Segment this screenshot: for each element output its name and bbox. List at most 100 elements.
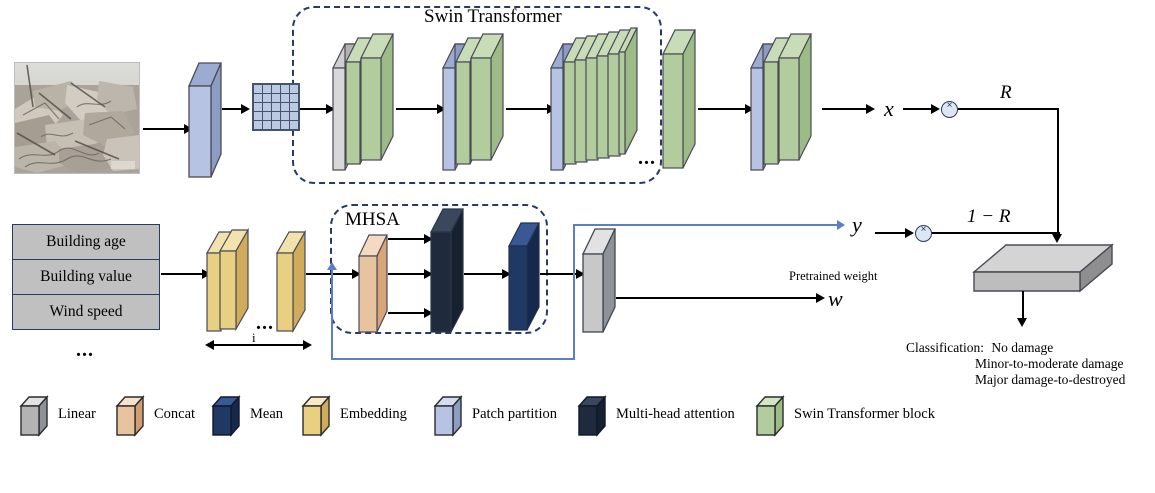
embedding-ellipsis: ... <box>256 312 274 334</box>
swin-transformer-title: Swin Transformer <box>424 6 562 27</box>
swin-stage-4 <box>662 28 696 170</box>
input-image <box>14 62 140 174</box>
legend-label-multi-head-attention: Multi-head attention <box>616 406 735 422</box>
multiply-op-bottom: × <box>915 224 932 242</box>
label-1-minus-R: 1 − R <box>967 206 1011 227</box>
fusion-output-slab <box>972 242 1114 296</box>
arrow-x-to-mul-top <box>903 108 933 111</box>
arrow-embedding-to-concat <box>306 273 354 276</box>
legend-label-patch-partition: Patch partition <box>472 406 557 422</box>
arrow-attention-to-mean <box>464 273 504 276</box>
classification-line-1: Classification: No damage <box>906 340 1053 356</box>
legend-swatch-concat <box>115 395 145 437</box>
legend: Linear Concat Mean <box>0 392 1155 442</box>
arrow-stage2-to-stage3 <box>506 108 548 111</box>
arrow-concat-to-attention-1 <box>388 238 426 241</box>
blue-path-y-arrowhead <box>837 220 845 230</box>
label-R: R <box>1000 82 1012 103</box>
concat-slab <box>358 234 388 334</box>
arrow-photo-to-patch <box>143 128 185 131</box>
index-measure-arrow-right <box>303 340 312 350</box>
arrow-embedding-to-concat-head <box>352 269 361 279</box>
arrow-concat-to-attention-3-head <box>424 308 433 318</box>
multiply-op-top: × <box>941 100 958 118</box>
legend-label-concat: Concat <box>154 406 196 422</box>
attribute-row: Wind speed <box>49 303 123 320</box>
arrow-y-to-mul-bottom-head <box>905 228 914 238</box>
index-label: i <box>252 330 256 345</box>
blue-path-y-top <box>573 224 839 226</box>
arrow-patch-to-grid-head <box>241 104 250 114</box>
mean-slab <box>508 222 540 332</box>
swin-stage-3 <box>550 26 638 172</box>
blue-path-concat-arrowhead <box>327 262 337 270</box>
arrow-stage1-to-stage2-head <box>437 104 446 114</box>
arrow-concat-to-attention-1-head <box>424 234 433 244</box>
legend-swatch-swin-transformer-block <box>755 395 785 437</box>
index-measure-line <box>210 344 305 347</box>
arrow-grid-to-stage1 <box>300 108 328 111</box>
legend-swatch-linear <box>19 395 49 437</box>
line-R-vertical <box>1057 108 1060 236</box>
linear-slab <box>581 228 617 334</box>
arrow-linear-to-w-head <box>816 293 825 303</box>
mhsa-title: MHSA <box>345 209 400 230</box>
blue-path-bottom <box>331 358 575 360</box>
index-measure-arrow-left <box>205 340 214 350</box>
attribute-row: Building value <box>13 260 159 295</box>
line-1minusR <box>932 232 1060 235</box>
attributes-ellipsis: ... <box>76 339 94 361</box>
legend-label-swin-transformer-block: Swin Transformer block <box>794 406 935 422</box>
attribute-row: Building age <box>13 225 159 260</box>
classification-prefix: Classification: <box>906 340 984 355</box>
arrow-stage4-to-stage5-head <box>745 104 754 114</box>
legend-label-mean: Mean <box>250 406 284 422</box>
symbol-x: x <box>884 96 894 121</box>
arrow-attrs-to-embedding <box>161 273 203 276</box>
arrow-R-into-fusion-head <box>1052 234 1062 243</box>
swin-stage-2 <box>442 28 504 171</box>
arrow-stage1-to-stage2 <box>396 108 438 111</box>
legend-swatch-multi-head-attention <box>577 395 607 437</box>
symbol-y: y <box>852 212 862 237</box>
swin-stage-1 <box>332 28 394 171</box>
arrow-mean-to-linear-head <box>576 269 585 279</box>
arrow-stage5-to-x <box>822 108 867 111</box>
legend-label-embedding: Embedding <box>340 406 407 422</box>
arrow-concat-to-attention-2-head <box>424 269 433 279</box>
arrow-x-to-mul-top-head <box>931 104 940 114</box>
arrow-patch-to-grid <box>222 108 244 111</box>
arrow-fusion-to-classification <box>1022 291 1025 320</box>
swin-stage-5 <box>750 28 812 171</box>
blue-path-left-drop <box>573 224 575 360</box>
arrow-linear-to-w <box>616 297 818 300</box>
multi-head-attention-slab <box>430 208 464 334</box>
legend-label-linear: Linear <box>58 406 96 422</box>
arrow-grid-to-stage1-head <box>326 104 335 114</box>
classification-line-3: Major damage-to-destroyed <box>975 372 1126 387</box>
building-attributes-table: Building age Building value Wind speed <box>12 224 160 330</box>
arrow-attention-to-mean-head <box>502 269 511 279</box>
arrow-y-to-mul-bottom <box>875 232 907 235</box>
patch-grid <box>252 83 300 131</box>
multiply-glyph-top: × <box>946 100 953 111</box>
patch-partition-slab-input <box>188 62 222 178</box>
legend-swatch-embedding <box>301 395 331 437</box>
swin-stage3-ellipsis: ... <box>638 147 656 169</box>
symbol-w: w <box>828 286 843 311</box>
legend-swatch-patch-partition <box>433 395 463 437</box>
arrow-mean-to-linear <box>540 273 578 276</box>
legend-swatch-mean <box>211 395 241 437</box>
arrow-stage4-to-stage5 <box>698 108 746 111</box>
line-R-horizontal <box>958 108 1059 111</box>
classification-line-2: Minor-to-moderate damage <box>975 356 1124 371</box>
arrow-stage5-to-x-head <box>866 104 875 114</box>
arrow-concat-to-attention-2 <box>388 273 426 276</box>
classification-class: No damage <box>991 340 1054 355</box>
arrow-fusion-to-classification-head <box>1017 318 1027 327</box>
arrow-concat-to-attention-3 <box>388 312 426 315</box>
embedding-slab-last <box>275 229 307 334</box>
embedding-slabs-group <box>205 227 250 333</box>
multiply-glyph-bottom: × <box>920 224 927 235</box>
